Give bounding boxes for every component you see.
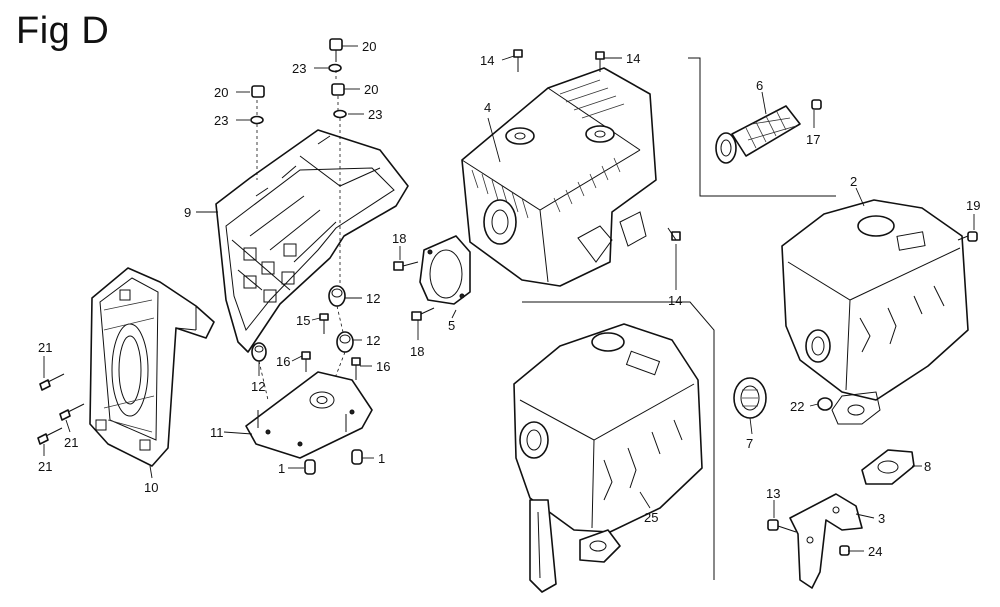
bolt-part-14-b — [595, 51, 605, 72]
washer-part-23-c — [333, 109, 347, 119]
callout-1: 1 — [278, 461, 285, 476]
bolt-part-19 — [957, 231, 978, 242]
bolt-part-15 — [319, 313, 329, 334]
deflector-part-7 — [733, 377, 767, 419]
collar-part-12-c — [251, 342, 267, 362]
bolt-part-21-a — [39, 373, 65, 391]
nut-part-20-c — [331, 83, 345, 96]
callout-4: 4 — [484, 100, 491, 115]
callout-21: 21 — [38, 459, 52, 474]
washer-part-23-b — [250, 115, 264, 125]
bolt-part-21-b — [59, 403, 85, 421]
bolt-part-18-b — [411, 307, 435, 321]
callout-20: 20 — [364, 82, 378, 97]
callout-9: 9 — [184, 205, 191, 220]
callout-16: 16 — [276, 354, 290, 369]
callout-14: 14 — [626, 51, 640, 66]
muffler-part-2 — [781, 199, 969, 425]
collar-part-12-a — [328, 285, 346, 307]
callout-5: 5 — [448, 318, 455, 333]
cap-part-5 — [419, 235, 471, 305]
callout-2: 2 — [850, 174, 857, 189]
callout-13: 13 — [766, 486, 780, 501]
callout-18: 18 — [410, 344, 424, 359]
bolt-part-14-a — [513, 49, 523, 72]
muffler-cover-part-4 — [461, 67, 657, 287]
bracket-part-3 — [789, 493, 863, 589]
base-bracket-part-10 — [89, 267, 215, 467]
callout-12: 12 — [366, 333, 380, 348]
plate-part-11 — [245, 371, 373, 459]
collar-part-12-b — [336, 331, 354, 353]
callout-7: 7 — [746, 436, 753, 451]
callout-14: 14 — [480, 53, 494, 68]
muffler-assembly-part-25 — [513, 323, 703, 593]
callout-19: 19 — [966, 198, 980, 213]
callout-25: 25 — [644, 510, 658, 525]
callout-labels: 20 23 20 23 20 23 9 14 14 4 6 17 2 19 18… — [38, 39, 980, 559]
callout-10: 10 — [144, 480, 158, 495]
separator-line — [522, 301, 715, 580]
callout-23: 23 — [368, 107, 382, 122]
dowel-pin-part-1-a — [304, 459, 316, 475]
nut-part-20-a — [329, 38, 343, 62]
dowel-pin-part-1-b — [351, 449, 363, 465]
leader-lines — [43, 45, 975, 552]
bolt-part-16-a — [301, 351, 311, 372]
screw-part-17 — [811, 99, 822, 110]
callout-23: 23 — [214, 113, 228, 128]
callout-22: 22 — [790, 399, 804, 414]
nut-part-22 — [817, 397, 833, 411]
spark-arrester-part-6 — [715, 105, 801, 164]
callout-23: 23 — [292, 61, 306, 76]
callout-20: 20 — [214, 85, 228, 100]
callout-17: 17 — [806, 132, 820, 147]
callout-12: 12 — [251, 379, 265, 394]
callout-24: 24 — [868, 544, 882, 559]
inset-frame — [688, 57, 836, 197]
callout-12: 12 — [366, 291, 380, 306]
callout-3: 3 — [878, 511, 885, 526]
callout-11: 11 — [210, 425, 224, 440]
gasket-part-8 — [861, 449, 915, 485]
callout-20: 20 — [362, 39, 376, 54]
bolt-part-16-b — [351, 357, 361, 380]
callout-6: 6 — [756, 78, 763, 93]
callout-1: 1 — [378, 451, 385, 466]
callout-14: 14 — [668, 293, 682, 308]
callout-21: 21 — [64, 435, 78, 450]
bolt-part-21-c — [37, 427, 63, 445]
figure-title: Fig D — [16, 10, 110, 52]
callout-15: 15 — [296, 313, 310, 328]
washer-part-23-a — [328, 63, 342, 73]
gasket-frame-part-9 — [215, 129, 409, 353]
callout-16: 16 — [376, 359, 390, 374]
bolt-part-24 — [839, 545, 850, 556]
bolt-part-13 — [767, 519, 797, 533]
callout-18: 18 — [392, 231, 406, 246]
callout-21: 21 — [38, 340, 52, 355]
bolt-part-14-c — [667, 227, 681, 241]
bolt-part-18-a — [393, 261, 419, 271]
callout-8: 8 — [924, 459, 931, 474]
nut-part-20-b — [251, 85, 265, 98]
